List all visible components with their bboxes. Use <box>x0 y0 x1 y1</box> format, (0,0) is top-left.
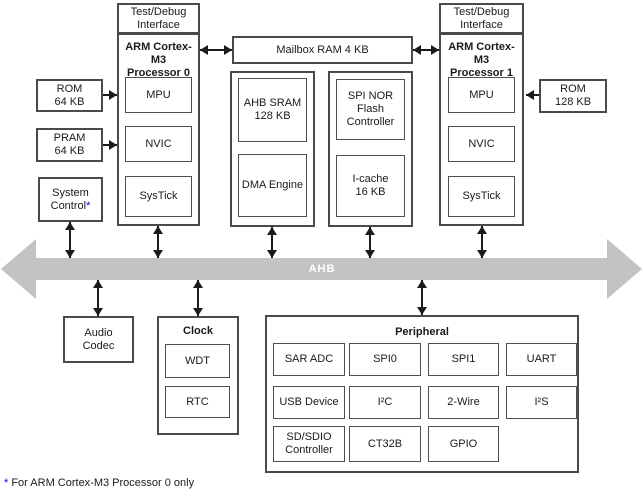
arrow-audio-codec-ahb <box>93 280 103 316</box>
footnote: * For ARM Cortex-M3 Processor 0 only <box>4 477 194 490</box>
ahb-bus: AHB <box>36 258 608 280</box>
ahb-bus-right-arrowhead <box>607 239 642 299</box>
arrow-peripheral-ahb <box>417 280 427 315</box>
cpu1-nvic-label: NVIC <box>468 137 495 150</box>
cpu0-nvic-box: NVIC <box>125 126 192 162</box>
audio-codec-label: Audio Codec <box>82 326 115 352</box>
spi-nor-flash-label: SPI NOR Flash Controller <box>346 90 395 128</box>
rom0-label: ROM 64 KB <box>54 82 85 108</box>
arrow-cpu0-mailbox <box>200 45 232 55</box>
peripheral-cell-sd-sdio: SD/SDIO Controller <box>273 426 345 462</box>
cpu1-title: ARM Cortex-M3 Processor 1 <box>448 41 515 79</box>
cpu1-nvic-box: NVIC <box>448 126 515 162</box>
clock-title: Clock <box>183 325 213 337</box>
footnote-text: For ARM Cortex-M3 Processor 0 only <box>8 477 195 489</box>
pram-box: PRAM 64 KB <box>36 128 103 162</box>
dma-engine-box: DMA Engine <box>238 154 307 217</box>
arrow-flash-icache-ahb <box>365 227 375 258</box>
arrow-rom1-cpu1 <box>526 90 539 100</box>
peripheral-title: Peripheral <box>395 326 449 338</box>
ahb-bus-left-arrowhead <box>1 239 36 299</box>
arrow-sram-dma-ahb <box>267 227 277 258</box>
cpu0-title: ARM Cortex-M3 Processor 0 <box>125 41 192 79</box>
cpu1-systick-box: SysTick <box>448 176 515 217</box>
system-control-note-asterisk: * <box>86 199 91 212</box>
peripheral-container: Peripheral SAR ADC SPI0 SPI1 UART USB De… <box>265 315 579 473</box>
cpu0-systick-label: SysTick <box>139 190 178 202</box>
ahb-sram-label: AHB SRAM 128 KB <box>243 97 302 122</box>
audio-codec-box: Audio Codec <box>63 316 134 363</box>
wdt-box: WDT <box>165 344 230 378</box>
spi-nor-flash-box: SPI NOR Flash Controller <box>336 79 405 140</box>
arrow-cpu1-mailbox <box>413 45 439 55</box>
peripheral-cell-i2s: I²S <box>506 386 577 419</box>
peripheral-cell-gpio: GPIO <box>428 426 499 462</box>
flash-icache-container: SPI NOR Flash Controller I-cache 16 KB <box>328 71 413 227</box>
cpu1-systick-label: SysTick <box>462 190 501 202</box>
cpu0-test-debug-label: Test/Debug Interface <box>130 5 187 31</box>
cpu0-systick-box: SysTick <box>125 176 192 217</box>
cpu0-mpu-label: MPU <box>146 88 171 101</box>
peripheral-cell-spi1: SPI1 <box>428 343 499 376</box>
arrow-pram-cpu0 <box>103 140 117 150</box>
sram-dma-container: AHB SRAM 128 KB DMA Engine <box>230 71 315 227</box>
mailbox-ram-box: Mailbox RAM 4 KB <box>232 36 413 64</box>
arrow-clock-ahb <box>193 280 203 316</box>
rom1-box: ROM 128 KB <box>539 79 607 113</box>
peripheral-cell-uart: UART <box>506 343 577 376</box>
footnote-asterisk: * <box>4 477 9 489</box>
cpu1-test-debug-box: Test/Debug Interface <box>439 3 524 34</box>
cpu1-mpu-label: MPU <box>469 88 494 101</box>
ahb-sram-box: AHB SRAM 128 KB <box>238 78 307 142</box>
arrow-system-control-ahb <box>65 222 75 258</box>
system-control-box: System Control* <box>38 177 103 222</box>
peripheral-cell-i2c: I²C <box>349 386 421 419</box>
peripheral-cell-sar-adc: SAR ADC <box>273 343 345 376</box>
rom1-label: ROM 128 KB <box>554 83 592 108</box>
arrow-rom0-cpu0 <box>103 90 117 100</box>
rom0-box: ROM 64 KB <box>36 79 103 112</box>
cpu1-test-debug-label: Test/Debug Interface <box>453 5 510 31</box>
rtc-label: RTC <box>186 395 209 408</box>
peripheral-cell-usb-device: USB Device <box>273 386 345 419</box>
mailbox-ram-label: Mailbox RAM 4 KB <box>276 43 369 56</box>
clock-container: Clock WDT RTC <box>157 316 239 435</box>
cpu0-box: ARM Cortex-M3 Processor 0 MPU NVIC SysTi… <box>117 33 200 226</box>
dma-engine-label: DMA Engine <box>241 179 304 191</box>
cpu0-mpu-box: MPU <box>125 77 192 113</box>
icache-label: I-cache 16 KB <box>352 173 389 198</box>
peripheral-cell-2wire: 2-Wire <box>428 386 499 419</box>
arrow-cpu1-ahb <box>477 226 487 258</box>
cpu1-mpu-box: MPU <box>448 77 515 113</box>
arrow-cpu0-ahb <box>153 226 163 258</box>
cpu1-box: ARM Cortex-M3 Processor 1 MPU NVIC SysTi… <box>439 33 524 226</box>
system-control-label: System Control* <box>50 186 91 212</box>
pram-label: PRAM 64 KB <box>53 132 86 157</box>
peripheral-cell-ct32b: CT32B <box>349 426 421 462</box>
peripheral-cell-spi0: SPI0 <box>349 343 421 376</box>
wdt-label: WDT <box>184 354 211 367</box>
cpu0-test-debug-box: Test/Debug Interface <box>117 3 200 34</box>
ahb-bus-label: AHB <box>308 262 336 275</box>
cpu0-nvic-label: NVIC <box>145 137 172 150</box>
rtc-box: RTC <box>165 386 230 418</box>
icache-box: I-cache 16 KB <box>336 155 405 217</box>
